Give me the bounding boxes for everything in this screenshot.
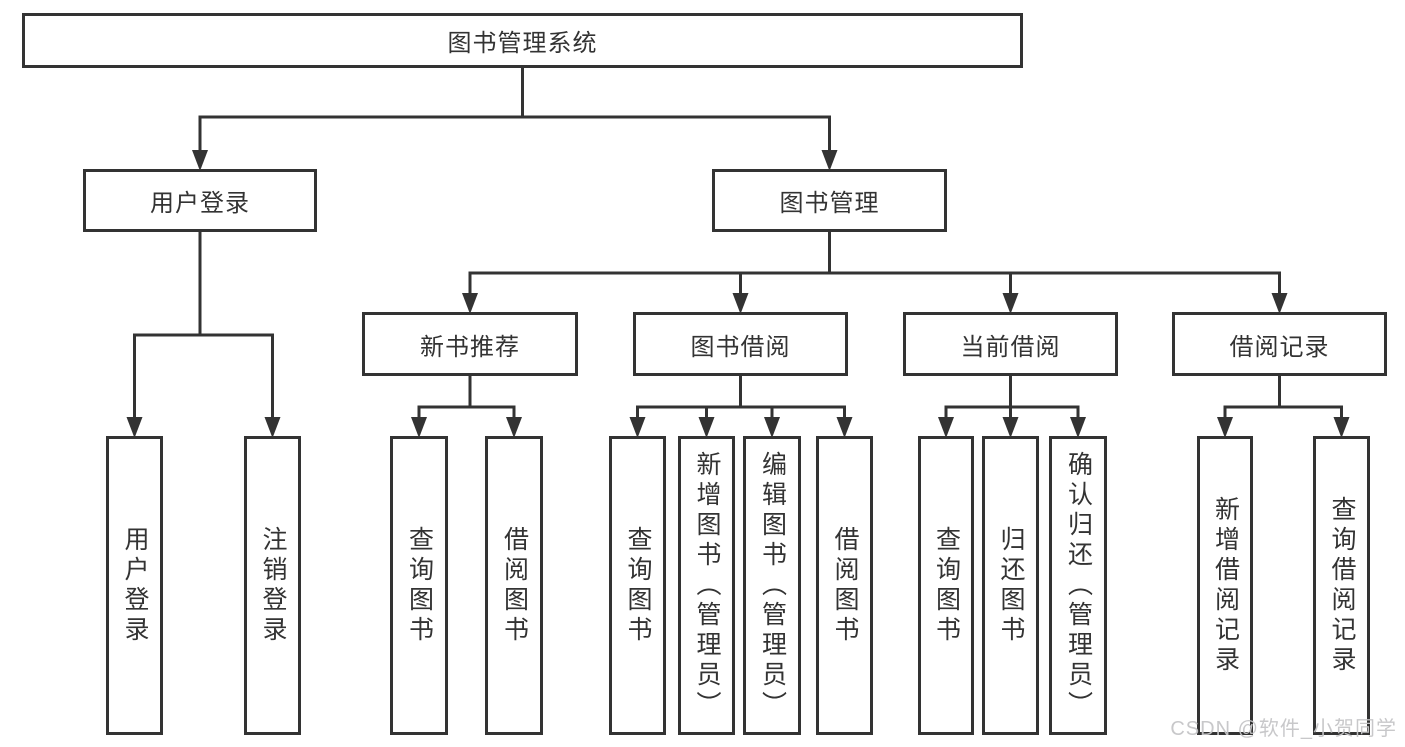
watermark: CSDN @软件_小贺同学 [1170, 718, 1397, 740]
connector-group-current [938, 374, 1086, 438]
arrowhead-icon [821, 150, 838, 171]
node-borrow-record: 借阅记录 [1172, 312, 1387, 376]
arrowhead-icon [1002, 417, 1019, 438]
connector-group-root [192, 66, 838, 171]
connector-group-borrow [629, 374, 853, 438]
connector-group-mgmt [462, 230, 1288, 314]
node-current-borrow: 当前借阅 [903, 312, 1118, 376]
node-borrow-books-borrow: 借阅图书 [816, 436, 873, 735]
arrowhead-icon [1002, 293, 1019, 314]
node-query-books-borrow: 查询图书 [609, 436, 666, 735]
arrowhead-icon [836, 417, 853, 438]
arrowhead-icon [1333, 417, 1350, 438]
connector-group-login [126, 230, 281, 438]
node-confirm-return-admin: 确认归还（管理员） [1049, 436, 1107, 735]
node-return-books: 归还图书 [982, 436, 1039, 735]
node-user-login: 用户登录 [83, 169, 317, 232]
node-new-book-recommend: 新书推荐 [362, 312, 578, 376]
connector-group-record [1217, 374, 1350, 438]
arrowhead-icon [192, 150, 208, 171]
node-query-books-recommend: 查询图书 [390, 436, 448, 735]
arrowhead-icon [264, 417, 281, 438]
arrowhead-icon [764, 417, 780, 438]
node-add-borrow-record: 新增借阅记录 [1197, 436, 1253, 735]
node-user-login-leaf: 用户登录 [106, 436, 163, 735]
arrowhead-icon [411, 417, 427, 438]
node-query-borrow-record: 查询借阅记录 [1313, 436, 1370, 735]
node-book-borrow: 图书借阅 [633, 312, 848, 376]
node-book-management: 图书管理 [712, 169, 947, 232]
arrowhead-icon [732, 293, 749, 314]
arrowhead-icon [1271, 293, 1288, 314]
arrowhead-icon [1217, 417, 1233, 438]
node-borrow-books-recommend: 借阅图书 [485, 436, 543, 735]
node-add-books-admin: 新增图书（管理员） [678, 436, 735, 735]
node-logout: 注销登录 [244, 436, 301, 735]
connector-group-rec [411, 374, 522, 438]
arrowhead-icon [698, 417, 715, 438]
node-edit-books-admin: 编辑图书（管理员） [743, 436, 801, 735]
node-library-system: 图书管理系统 [22, 13, 1023, 68]
arrowhead-icon [506, 417, 522, 438]
arrowhead-icon [938, 417, 954, 438]
node-query-books-current: 查询图书 [918, 436, 974, 735]
arrowhead-icon [462, 293, 478, 314]
arrowhead-icon [1070, 417, 1086, 438]
arrowhead-icon [629, 417, 646, 438]
arrowhead-icon [126, 417, 143, 438]
